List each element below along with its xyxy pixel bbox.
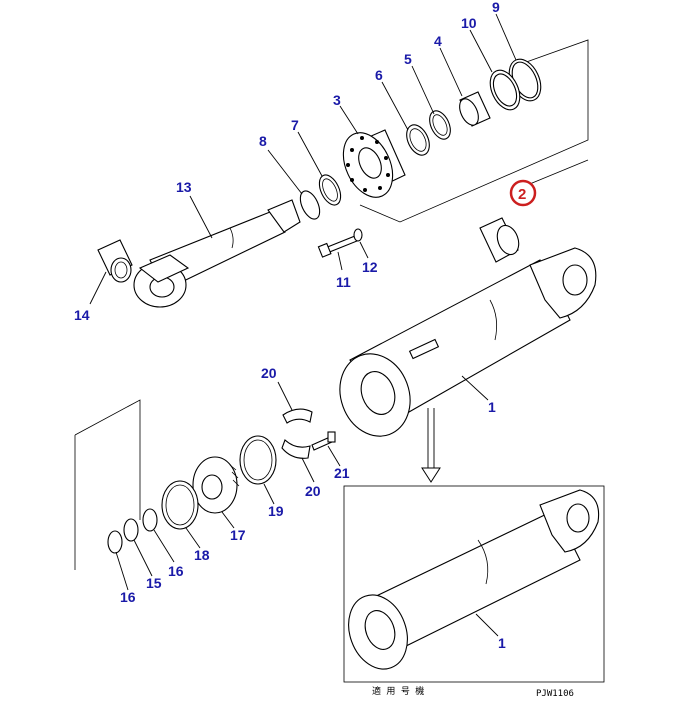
part-1-cylinder-tube bbox=[339, 247, 597, 437]
footer-note: 適 用 号 機 bbox=[372, 685, 424, 697]
label-part-20-lower: 20 bbox=[305, 483, 321, 499]
part-17-piston bbox=[192, 456, 240, 514]
part-16-ring-b bbox=[107, 530, 123, 554]
label-part-13: 13 bbox=[176, 179, 192, 195]
label-part-12: 12 bbox=[362, 259, 378, 275]
label-part-4: 4 bbox=[434, 33, 442, 49]
label-part-5: 5 bbox=[404, 51, 412, 67]
label-part-3: 3 bbox=[333, 92, 341, 108]
label-part-7: 7 bbox=[291, 117, 299, 133]
part-5-ring bbox=[429, 110, 451, 140]
variant-box bbox=[343, 485, 605, 683]
label-part-16-a: 16 bbox=[168, 563, 184, 579]
part-20-clamp-upper bbox=[282, 408, 313, 424]
part-11-bolt bbox=[317, 235, 358, 258]
part-15-ring bbox=[123, 518, 139, 542]
label-part-19: 19 bbox=[268, 503, 284, 519]
label-part-8: 8 bbox=[259, 133, 267, 149]
arrow-down-icon bbox=[421, 408, 441, 483]
label-part-18: 18 bbox=[194, 547, 210, 563]
drawing-code: PJW1106 bbox=[536, 689, 574, 699]
label-part-20-upper: 20 bbox=[261, 365, 277, 381]
part-2-bushing bbox=[479, 217, 520, 263]
part-19-wear-ring bbox=[239, 435, 277, 485]
part-16-ring-a bbox=[142, 508, 158, 532]
label-part-6: 6 bbox=[375, 67, 383, 83]
label-part-10: 10 bbox=[461, 15, 477, 31]
part-21-bolt bbox=[311, 431, 336, 451]
label-part-1-variant: 1 bbox=[498, 635, 506, 651]
label-part-15: 15 bbox=[146, 575, 162, 591]
label-part-16-b: 16 bbox=[120, 589, 136, 605]
part-3-cylinder-head bbox=[342, 129, 406, 198]
label-part-11: 11 bbox=[336, 274, 351, 290]
part-10-ring bbox=[489, 69, 521, 111]
part-13-piston-rod bbox=[133, 199, 301, 308]
highlight-part-2: 2 bbox=[509, 179, 537, 207]
label-part-1: 1 bbox=[488, 399, 496, 415]
part-18-ring bbox=[161, 480, 199, 530]
part-14-bushing bbox=[97, 239, 133, 283]
label-part-17: 17 bbox=[230, 527, 246, 543]
part-1-cylinder-variant bbox=[348, 489, 600, 670]
part-4-bushing bbox=[459, 91, 491, 127]
part-20-clamp-lower bbox=[281, 439, 311, 459]
part-7-ring bbox=[318, 174, 342, 206]
leader-lines bbox=[89, 13, 517, 637]
part-12-washer bbox=[353, 228, 363, 242]
label-part-2: 2 bbox=[518, 186, 526, 203]
label-part-21: 21 bbox=[334, 465, 350, 481]
part-8-snap-ring bbox=[299, 190, 321, 220]
part-6-ring bbox=[406, 124, 430, 156]
label-part-9: 9 bbox=[492, 0, 500, 15]
label-part-14: 14 bbox=[74, 307, 90, 323]
